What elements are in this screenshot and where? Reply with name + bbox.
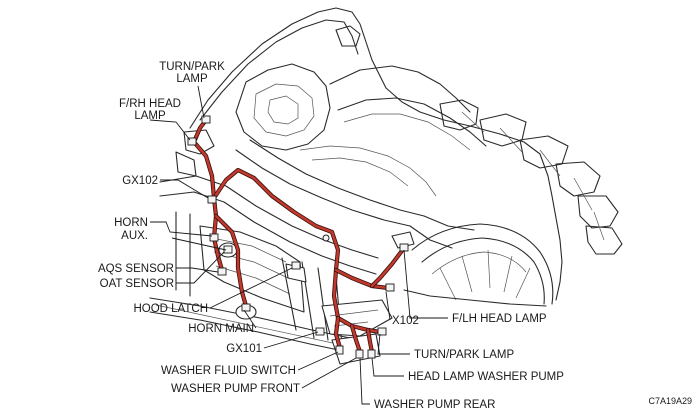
label-turn-park-lamp-front-line2: LAMP [176,73,208,85]
callout-labels: TURN/PARK LAMP F/RH HEAD LAMP GX102 HORN… [98,61,692,411]
vehicle-body [149,7,623,365]
label-head-lamp-washer-pump: HEAD LAMP WASHER PUMP [408,371,564,383]
label-horn-main: HORN MAIN [188,323,254,335]
leader-lines [149,85,448,405]
label-oat-sensor: OAT SENSOR [100,278,174,290]
label-washer-pump-rear: WASHER PUMP REAR [374,399,495,411]
label-turn-park-lamp-bottom: TURN/PARK LAMP [414,349,514,361]
label-horn-aux-line1: HORN [114,217,148,229]
label-fr-rh-head-lamp-line2: LAMP [134,110,166,122]
figure-code: C7A19A29 [648,396,692,406]
label-hood-latch: HOOD LATCH [133,303,208,315]
label-washer-fluid-switch: WASHER FLUID SWITCH [161,365,296,377]
label-washer-pump-front: WASHER PUMP FRONT [171,383,300,395]
label-fl-lh-head-lamp: F/LH HEAD LAMP [452,313,547,325]
label-aqs-sensor: AQS SENSOR [98,263,174,275]
label-gx101: GX101 [226,343,262,355]
label-horn-aux-line2: AUX. [121,230,148,242]
label-fr-rh-head-lamp-line1: F/RH HEAD [119,98,181,110]
label-turn-park-lamp-front-line1: TURN/PARK [159,61,225,73]
label-x102: X102 [392,315,419,327]
wiring-harness [191,117,407,355]
connectors [187,115,409,359]
label-gx102: GX102 [122,175,158,187]
